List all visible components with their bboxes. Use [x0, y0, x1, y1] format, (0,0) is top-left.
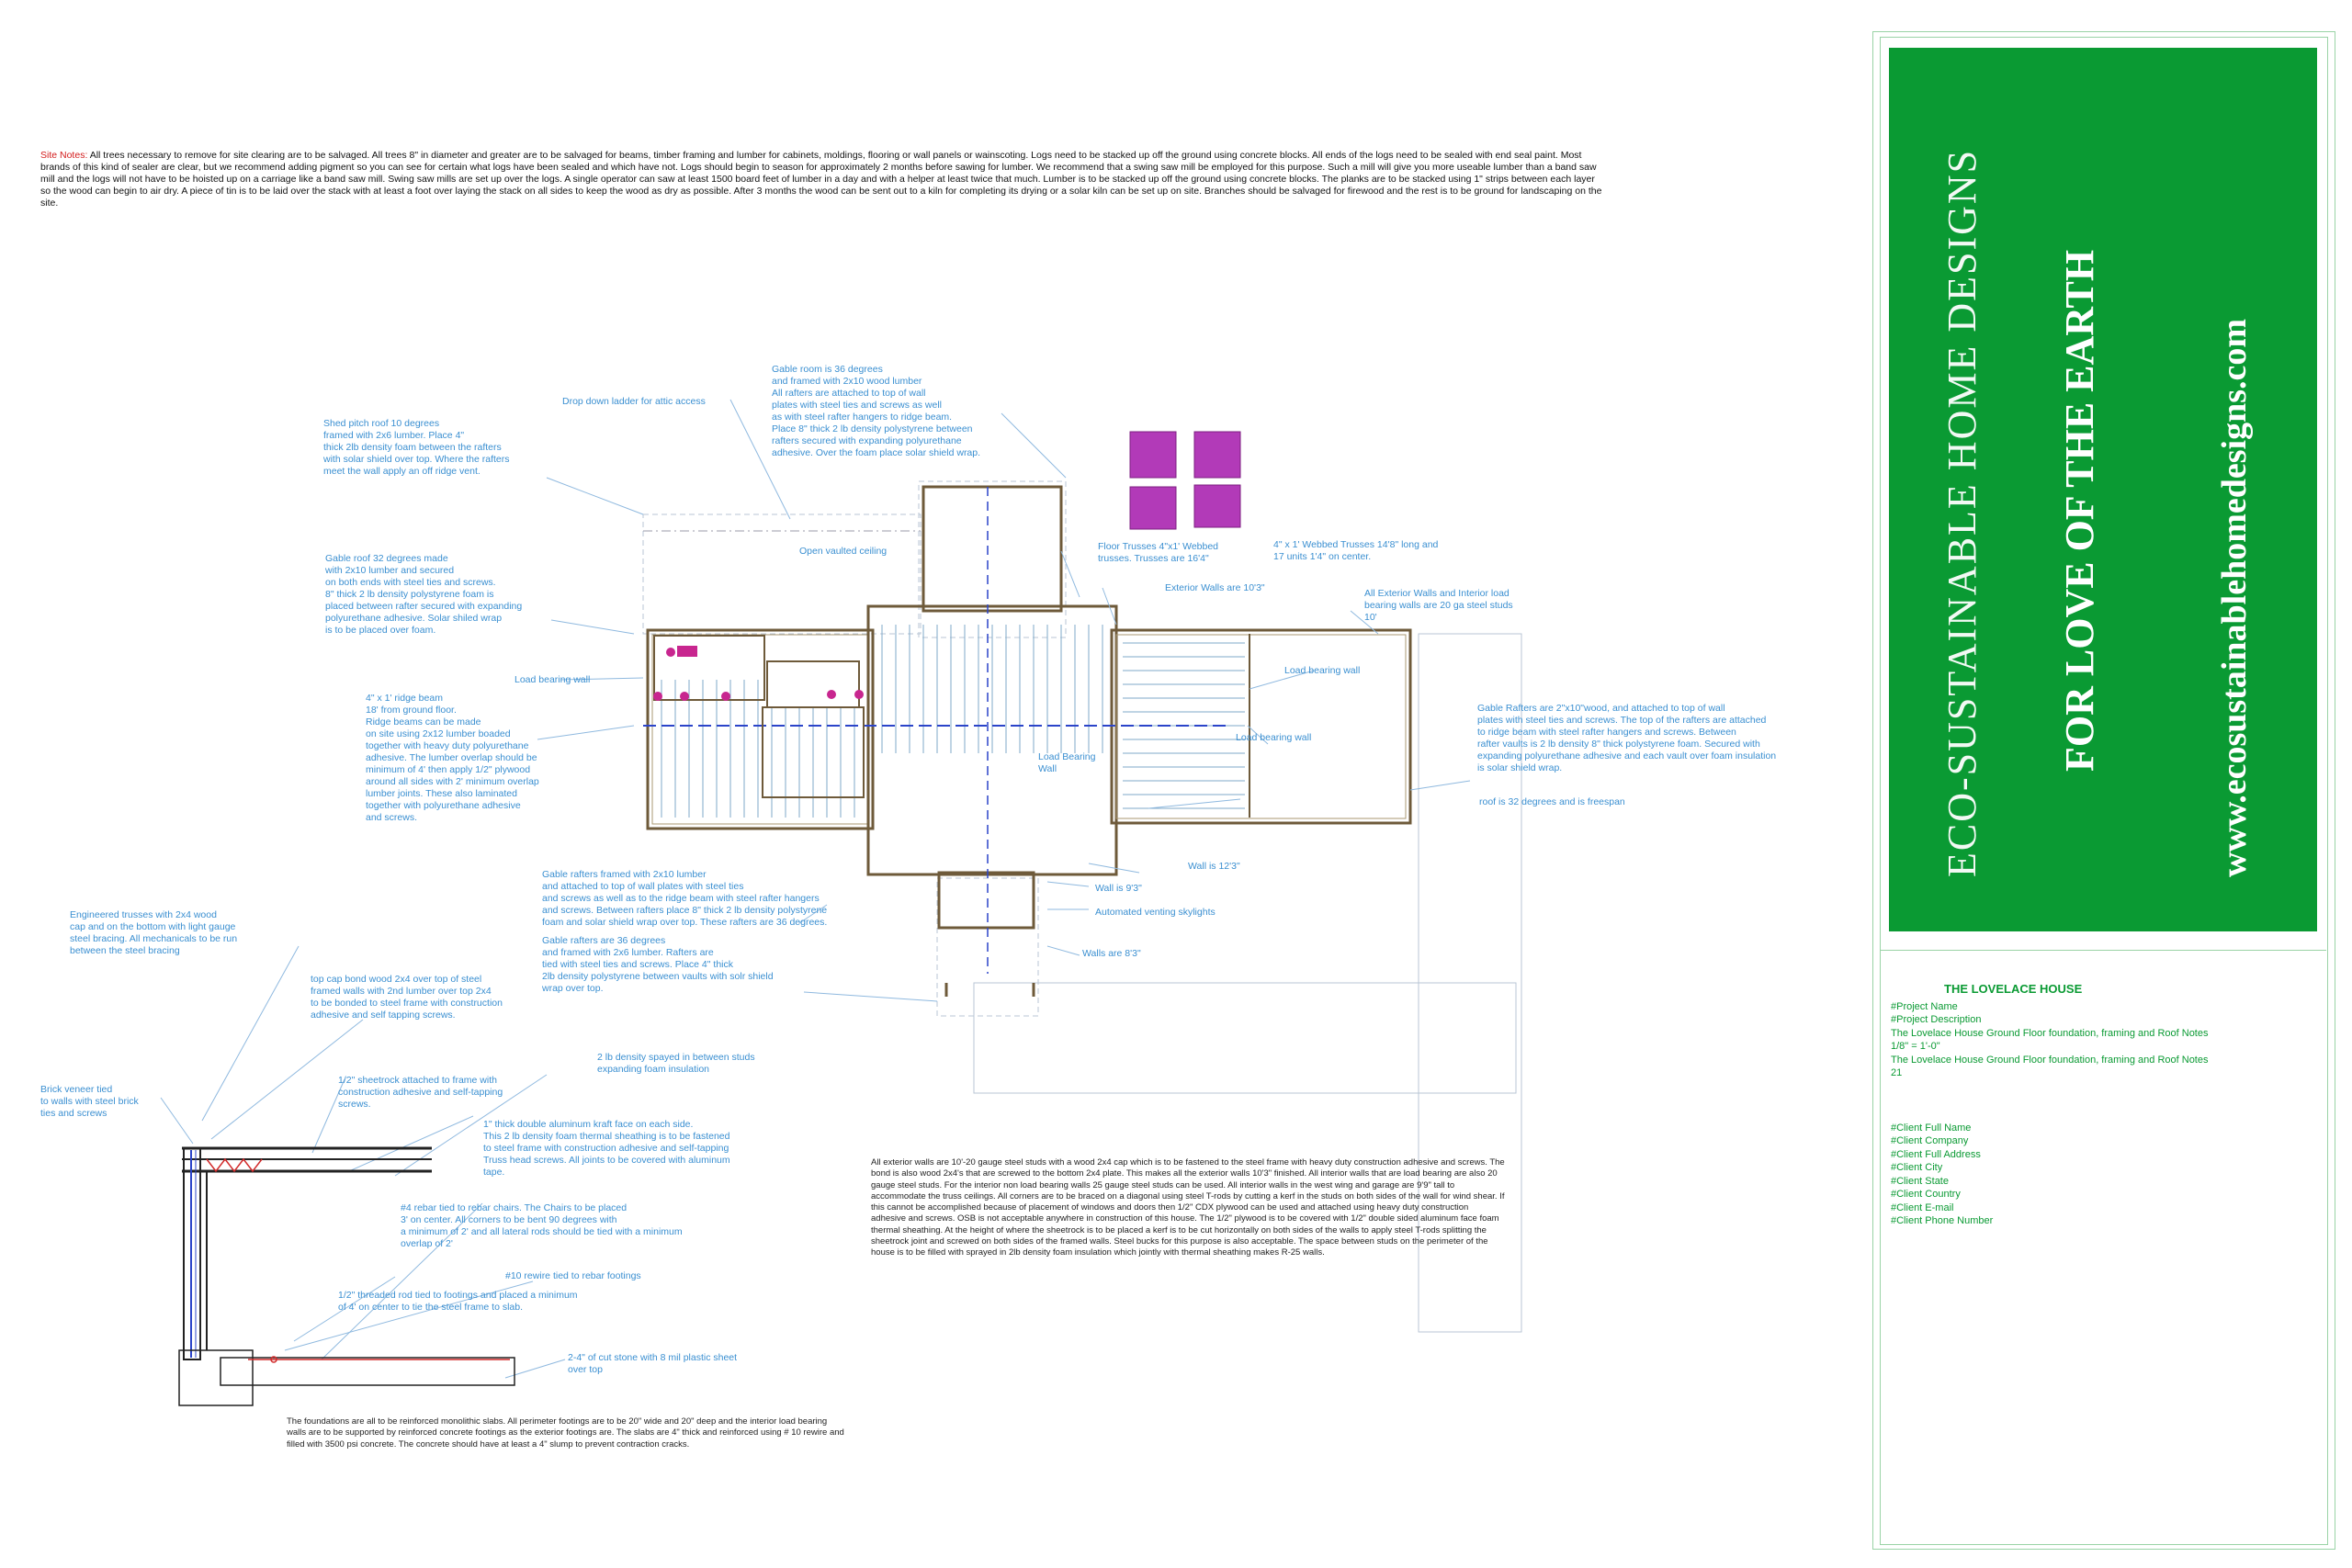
- note-aluminum-kraft: 1" thick double aluminum kraft face on e…: [483, 1119, 730, 1178]
- project-info: THE LOVELACE HOUSE #Project Name #Projec…: [1891, 982, 2209, 1228]
- client-line: #Client State: [1891, 1175, 1949, 1187]
- site-notes-label: Site Notes:: [40, 150, 88, 161]
- note-gable-room: Gable room is 36 degrees and framed with…: [772, 364, 981, 458]
- brand-website: www.ecosustainablehomedesigns.com: [2215, 318, 2254, 877]
- brand-tagline: FOR LOVE OF THE EARTH: [2057, 249, 2102, 772]
- note-ridge-beam: 4" x 1' ridge beam 18' from ground floor…: [366, 693, 539, 823]
- note-load-bearing-3: Load bearing wall: [1236, 732, 1312, 743]
- project-line: The Lovelace House Ground Floor foundati…: [1891, 1054, 2209, 1066]
- note-walls-8-3: Walls are 8'3": [1082, 948, 1141, 959]
- note-exterior-walls: Exterior Walls are 10'3": [1165, 582, 1265, 593]
- note-floor-trusses: Floor Trusses 4"x1' Webbed trusses. Trus…: [1098, 541, 1219, 564]
- client-line: #Client Full Address: [1891, 1148, 1981, 1160]
- note-skylights: Automated venting skylights: [1095, 907, 1216, 918]
- brand-name: ECO-SUSTAINABLE HOME DESIGNS: [1939, 148, 1984, 877]
- project-line: The Lovelace House Ground Floor foundati…: [1891, 1027, 2209, 1039]
- title-block-border: [1872, 31, 2335, 1550]
- project-line: 21: [1891, 1067, 1903, 1078]
- note-threaded-rod: 1/2" threaded rod tied to footings and p…: [338, 1290, 578, 1313]
- brand-panel: [1889, 48, 2317, 931]
- note-wall-9-3: Wall is 9'3": [1095, 883, 1142, 894]
- solar-panels: [1129, 431, 1241, 530]
- note-shed-roof: Shed pitch roof 10 degrees framed with 2…: [323, 418, 510, 477]
- note-load-bearing-4: Load Bearing Wall: [1038, 751, 1096, 774]
- note-rebar: #4 rebar tied to rebar chairs. The Chair…: [401, 1202, 683, 1249]
- note-rewire: #10 rewire tied to rebar footings: [505, 1270, 641, 1281]
- note-sheetrock: 1/2" sheetrock attached to frame with co…: [338, 1075, 503, 1110]
- note-all-exterior-walls: All Exterior Walls and Interior load bea…: [1364, 588, 1513, 623]
- note-webbed-trusses: 4" x 1' Webbed Trusses 14'8" long and 17…: [1273, 539, 1439, 562]
- project-line: #Project Name: [1891, 1000, 1958, 1012]
- note-cut-stone: 2-4" of cut stone with 8 mil plastic she…: [568, 1352, 738, 1375]
- project-line: #Project Description: [1891, 1014, 1982, 1025]
- client-line: #Client Company: [1891, 1135, 1969, 1146]
- foundation-paragraph: The foundations are all to be reinforced…: [287, 1416, 844, 1450]
- project-line: 1/8" = 1'-0": [1891, 1041, 1940, 1052]
- wall-section-detail: [178, 1146, 515, 1406]
- note-gable-rafters-36: Gable rafters are 36 degrees and framed …: [542, 935, 774, 994]
- note-engineered-trusses: Engineered trusses with 2x4 wood cap and…: [70, 909, 238, 956]
- building-walls: [646, 485, 1412, 997]
- note-drop-ladder: Drop down ladder for attic access: [562, 396, 706, 407]
- bathroom-fixtures: [653, 646, 864, 701]
- note-gable-rafters-right: Gable Rafters are 2"x10"wood, and attach…: [1477, 703, 1777, 773]
- project-title: THE LOVELACE HOUSE: [1944, 982, 2083, 996]
- note-gable-roof: Gable roof 32 degrees made with 2x10 lum…: [325, 553, 523, 636]
- note-foam-spray: 2 lb density spayed in between studs exp…: [597, 1052, 755, 1075]
- note-gable-rafters-2x10: Gable rafters framed with 2x10 lumber an…: [542, 869, 828, 928]
- note-load-bearing-2: Load bearing wall: [1284, 665, 1361, 676]
- title-block-divider: [1880, 950, 2326, 951]
- note-wall-12-3: Wall is 12'3": [1188, 861, 1240, 872]
- note-brick-veneer: Brick veneer tied to walls with steel br…: [40, 1084, 139, 1119]
- right-garage-outline: [973, 982, 1517, 1094]
- note-roof-32: roof is 32 degrees and is freespan: [1479, 796, 1625, 807]
- site-notes-text: All trees necessary to remove for site c…: [40, 150, 1602, 209]
- floor-plan-drawing: [160, 399, 1522, 1406]
- site-notes: Site Notes: All trees necessary to remov…: [40, 150, 1602, 209]
- client-line: #Client Phone Number: [1891, 1215, 1994, 1226]
- note-open-ceiling: Open vaulted ceiling: [799, 546, 888, 557]
- client-line: #Client Full Name: [1891, 1122, 1972, 1134]
- note-load-bearing-1: Load bearing wall: [514, 674, 591, 685]
- client-line: #Client E-mail: [1891, 1201, 1954, 1213]
- truss-lines: [661, 625, 1245, 818]
- attic-outline: [642, 513, 922, 635]
- client-line: #Client Country: [1891, 1189, 1961, 1200]
- note-top-cap: top cap bond wood 2x4 over top of steel …: [311, 974, 503, 1021]
- client-line: #Client City: [1891, 1162, 1943, 1173]
- leader-lines: [160, 399, 1471, 1379]
- title-block-inner-border: [1880, 37, 2328, 1545]
- walls-paragraph: All exterior walls are 10'-20 gauge stee…: [871, 1157, 1505, 1258]
